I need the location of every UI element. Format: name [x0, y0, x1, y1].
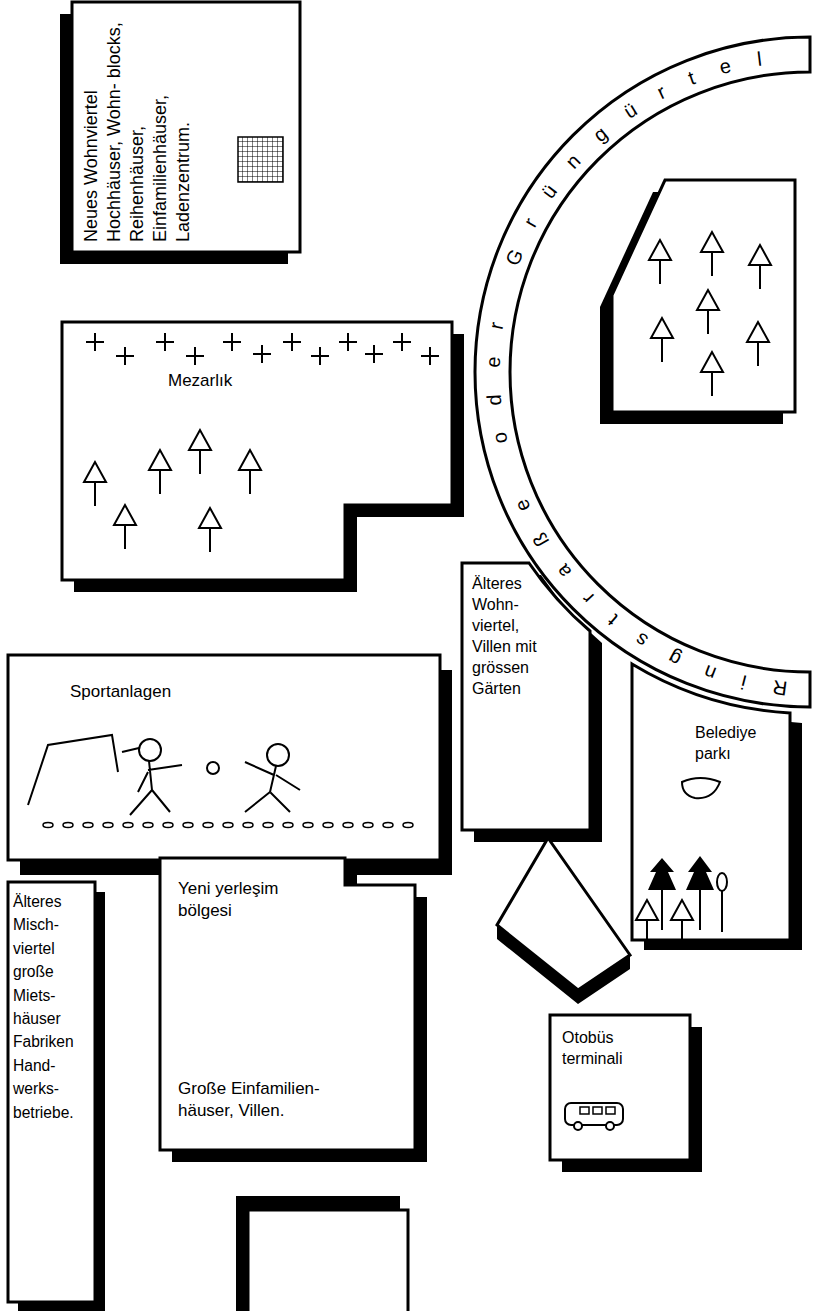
zone-label: Große Einfamilien- häuser, Villen. [178, 1078, 353, 1122]
drawing-part [339, 333, 357, 351]
zone-label: Älteres Wohn- viertel, Villen mit grösse… [472, 573, 554, 699]
zone-block: Otobüs terminali [550, 1015, 690, 1160]
drawing-part [160, 858, 415, 1150]
ring-inner-forest [600, 180, 795, 424]
drawing-part [139, 739, 161, 761]
drawing-part [699, 890, 701, 930]
drawing-part [62, 322, 452, 580]
zone-block: Yeni yerleşim bölgesiGroße Einfamilien- … [160, 858, 415, 1150]
drawing-part [721, 891, 723, 932]
drawing-part [253, 345, 271, 363]
drawing-part [497, 838, 630, 990]
drawing-part [686, 856, 714, 890]
blank-block [236, 1196, 408, 1311]
drawing-part [365, 345, 383, 363]
zone-block: Neues Wohnviertel Hochhäuser, Wohn- bloc… [72, 2, 300, 252]
drawing-part [116, 347, 134, 365]
zone-block: Mezarlık [62, 322, 452, 580]
ring-label: Ringstraße oder Grüngürtel [481, 44, 789, 699]
drawing-part [648, 858, 676, 890]
zone-label: Mezarlık [168, 370, 318, 391]
zone-label: Yeni yerleşim bölgesi [178, 878, 306, 922]
drawing-part [223, 333, 241, 351]
drawing-part [8, 655, 440, 860]
new-residential-block [60, 2, 300, 264]
drawing-part [199, 508, 221, 552]
zone-label: Sportanlagen [70, 681, 270, 702]
zone-block: Sportanlagen [8, 655, 440, 860]
mixed-district-block [8, 882, 105, 1311]
drawing-part [421, 347, 439, 365]
drawing-part [86, 333, 104, 351]
zone-label: Älteres Misch- viertel große Miets- häus… [13, 890, 93, 1124]
drawing-part [28, 735, 118, 805]
drawing-part [122, 748, 139, 752]
drawing-part [207, 762, 219, 774]
drawing-part [84, 462, 106, 506]
drawing-part [580, 1107, 589, 1114]
drawing-part [186, 347, 204, 365]
drawing-part [606, 1107, 615, 1114]
ring-label-line: Ringstraße oder Grüngürtel [481, 44, 789, 699]
drawing-part [40, 820, 420, 830]
drawing-part [574, 1122, 582, 1130]
zone-label: Belediye parkı [695, 722, 777, 764]
drawing-part [697, 290, 719, 334]
ring-band [475, 37, 810, 707]
drawing-part [239, 450, 261, 494]
drawing-part [114, 505, 136, 549]
blank-slab [497, 838, 630, 1004]
drawing-part [130, 761, 182, 815]
drawing-part [749, 245, 771, 289]
drawing-part [636, 900, 658, 944]
ring-road-band: Ringstraße oder Grüngürtel [470, 30, 813, 720]
drawing-part [593, 1107, 602, 1114]
drawing-part [189, 430, 211, 474]
zone-label: Neues Wohnviertel Hochhäuser, Wohn- bloc… [80, 10, 195, 242]
drawing-part [267, 744, 289, 766]
drawing-part [122, 739, 300, 815]
drawing-part [8, 882, 95, 1302]
zone-block: Älteres Misch- viertel große Miets- häus… [8, 882, 95, 1302]
drawing-part [393, 333, 411, 351]
drawing-part [149, 450, 171, 494]
drawing-part [550, 1015, 690, 1160]
drawing-part [682, 778, 720, 798]
drawing-part [606, 1122, 614, 1130]
drawing-part [248, 1210, 408, 1311]
drawing-part [72, 2, 300, 252]
drawing-part [747, 322, 769, 366]
drawing-part [238, 137, 283, 182]
zone-label: Otobüs terminali [562, 1027, 662, 1069]
sports-block [8, 655, 452, 875]
zone-block: Belediye parkı [632, 664, 790, 940]
drawing-part [612, 180, 795, 412]
zone-block: Älteres Wohn- viertel, Villen mit grösse… [462, 563, 590, 830]
drawing-part [565, 1103, 623, 1125]
drawing-part [717, 873, 727, 891]
drawing-part [661, 890, 663, 930]
drawing-part [311, 347, 329, 365]
drawing-part [156, 333, 174, 351]
drawing-part [245, 762, 300, 812]
cemetery-block [62, 322, 464, 592]
ring-outline: Ringstraße oder Grüngürtel [470, 30, 813, 720]
park-block [632, 664, 802, 950]
drawing-part [701, 352, 723, 396]
drawing-part [649, 240, 671, 284]
drawing-part [671, 900, 693, 944]
drawing-part [283, 333, 301, 351]
drawing-part [701, 232, 723, 276]
new-settlement-block [160, 858, 427, 1162]
bus-terminal-block [550, 1015, 702, 1172]
drawing-part [651, 318, 673, 362]
